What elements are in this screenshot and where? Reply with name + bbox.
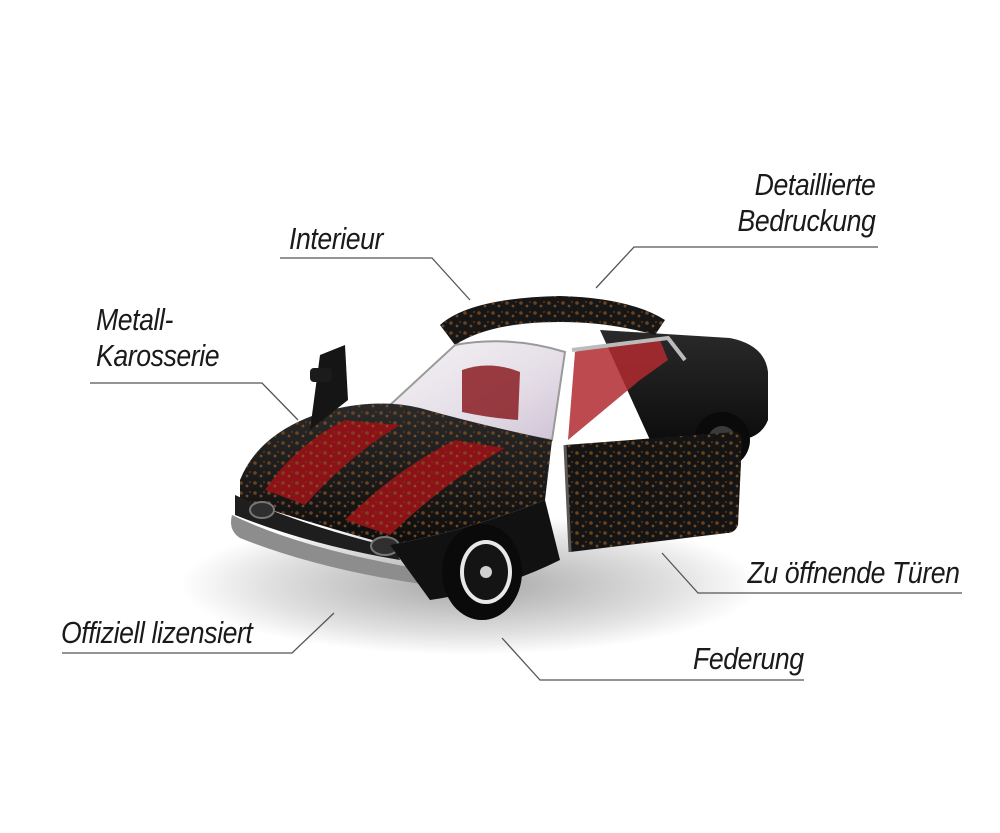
leader-line-federung: [501, 637, 804, 681]
side-window: [568, 339, 668, 440]
hood-print: [240, 403, 552, 545]
door-edge: [563, 444, 572, 553]
label-offiziell-lizensiert: Offiziell lizensiert: [61, 615, 253, 651]
label-federung: Federung: [693, 641, 804, 677]
door-print: [565, 432, 742, 552]
front-grille: [235, 495, 400, 560]
leader-line-detail: [595, 246, 878, 289]
front-bumper: [231, 515, 429, 585]
leader-line-lizenz: [62, 612, 335, 654]
roof-print: [440, 296, 665, 345]
label-interieur: Interieur: [289, 221, 383, 257]
label-zu-oeffnende-tueren: Zu öffnende Türen: [748, 555, 960, 591]
label-detail-line1: Detaillierte: [754, 167, 875, 202]
label-detail-line2: Bedruckung: [737, 203, 875, 238]
label-metall-line2: Karosserie: [96, 338, 220, 373]
leader-line-metall: [90, 382, 299, 421]
label-interieur-text: Interieur: [289, 221, 383, 256]
interior-seats: [462, 365, 520, 420]
label-metall-karosserie: Metall- Karosserie: [96, 302, 220, 374]
label-lizenz-text: Offiziell lizensiert: [61, 615, 253, 650]
label-detaillierte-bedruckung: Detaillierte Bedruckung: [737, 167, 875, 239]
leader-line-interieur: [280, 257, 471, 301]
headlight-left: [249, 501, 275, 519]
open-door-left: [310, 345, 348, 430]
label-metall-line1: Metall-: [96, 302, 173, 337]
leader-lines: [62, 246, 962, 681]
label-federung-text: Federung: [693, 641, 804, 676]
label-tueren-text: Zu öffnende Türen: [747, 555, 960, 590]
side-mirror: [310, 368, 332, 382]
front-wheel-hub: [480, 566, 492, 578]
window-trim: [571, 335, 687, 362]
leader-line-tueren: [661, 552, 962, 594]
